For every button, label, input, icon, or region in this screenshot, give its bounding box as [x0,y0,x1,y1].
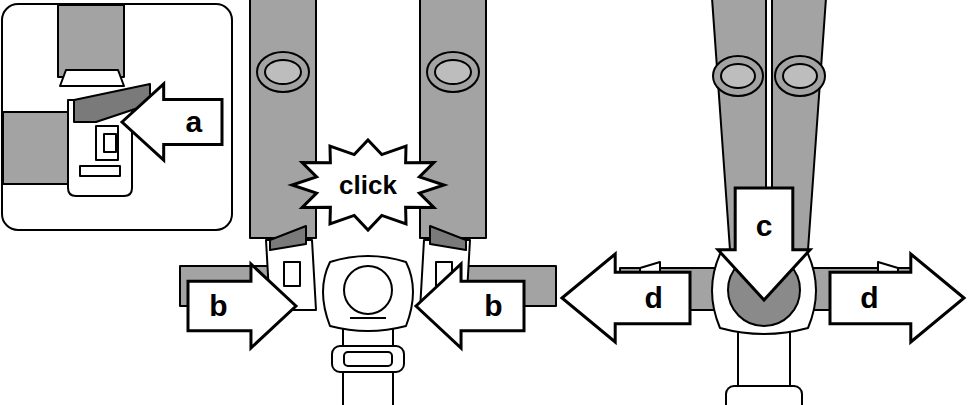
click-burst: click [290,138,446,232]
direction-arrow-shape [562,254,690,342]
click-burst-shape [292,140,444,230]
direction-arrow-outline [120,82,224,162]
direction-arrow: a [120,82,224,162]
sound-label: click [339,172,397,198]
inset-panel-part [104,134,116,152]
step-letter: b [209,291,227,321]
harness-release-part [783,64,817,88]
direction-arrow-shape [830,254,964,342]
direction-arrow: b [186,262,298,350]
inset-panel-part [80,166,120,176]
harness-open-part [332,346,404,372]
harness-open [180,0,556,405]
harness-open-part [350,317,386,319]
inset-panel-part [96,126,118,160]
inset-panel-part [58,5,124,77]
harness-open-part [430,226,466,250]
step-letter: b [484,291,502,321]
harness-open-part [265,60,301,84]
direction-arrow-shape [718,188,810,300]
step-letter: d [860,283,878,313]
harness-release [620,0,918,405]
harness-open-part [344,352,392,366]
direction-arrow: b [414,262,526,350]
direction-arrow-shape [416,264,524,348]
harness-open-part [344,266,392,314]
direction-arrow-outline [716,186,812,302]
harness-release-part [713,56,763,96]
harness-open-part [284,262,300,286]
direction-arrow-outline [186,262,298,350]
step-letter: d [644,283,662,313]
harness-open-part [270,226,306,250]
direction-arrow-outline [828,252,966,344]
inset-panel [2,4,232,230]
direction-arrow-shape [188,264,296,348]
harness-release-part [775,56,825,96]
inset-panel-part [2,4,232,230]
harness-open-part [427,52,479,92]
harness-open-part [435,60,471,84]
direction-arrow-shape [122,84,222,160]
harness-open-part [257,52,309,92]
harness-release-part [721,64,755,88]
direction-arrow-outline [560,252,692,344]
step-letter: c [756,211,773,241]
direction-arrow: d [828,252,966,344]
step-letter: a [185,107,202,137]
direction-arrow: d [560,252,692,344]
harness-open-part [323,256,413,331]
harness-release-part [726,386,802,405]
direction-arrow: c [716,186,812,302]
inset-panel-part [60,70,124,86]
direction-arrow-outline [414,262,526,350]
